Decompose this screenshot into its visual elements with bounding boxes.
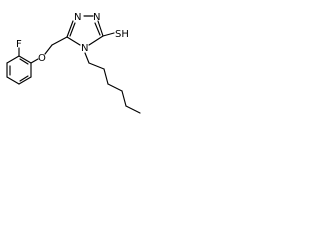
oxygen-atom-label: O [38, 53, 46, 64]
triazole-nitrogen-top-left: N [74, 12, 81, 23]
chain-bond [88, 62, 105, 70]
ring-bond [6, 76, 20, 85]
ring-bond [18, 55, 32, 64]
bond-ring-to-oxygen [30, 58, 39, 64]
chain-bond [84, 52, 90, 64]
chain-bond [107, 83, 123, 92]
bond-ch2-to-triazole [51, 36, 68, 46]
ring-double-bond [19, 75, 29, 82]
fluorobenzene-ring [6, 55, 32, 85]
bond-oxygen-to-ch2 [44, 44, 53, 55]
ring-double-bond [94, 22, 101, 36]
ring-bond [97, 20, 104, 37]
molecule-structure-diagram: F O N N N SH [6, 12, 141, 114]
triazole-ring [66, 15, 104, 46]
ring-bond [6, 55, 20, 64]
chain-bond [125, 105, 141, 114]
triazole-nitrogen-top-right: N [93, 12, 100, 23]
hexyl-chain [84, 52, 141, 114]
fluorine-atom-label: F [16, 39, 22, 50]
thiol-group-label: SH [115, 29, 129, 40]
ring-double-bond [69, 22, 76, 37]
chain-bond [103, 68, 109, 85]
chain-bond [121, 90, 127, 107]
triazole-nitrogen-bottom: N [81, 43, 88, 54]
ring-bond [66, 36, 81, 46]
bond-to-thiol [102, 32, 115, 37]
ring-bond [88, 35, 104, 46]
ring-bond [66, 20, 74, 38]
ring-double-bond [19, 58, 29, 65]
ring-bond [18, 76, 32, 85]
